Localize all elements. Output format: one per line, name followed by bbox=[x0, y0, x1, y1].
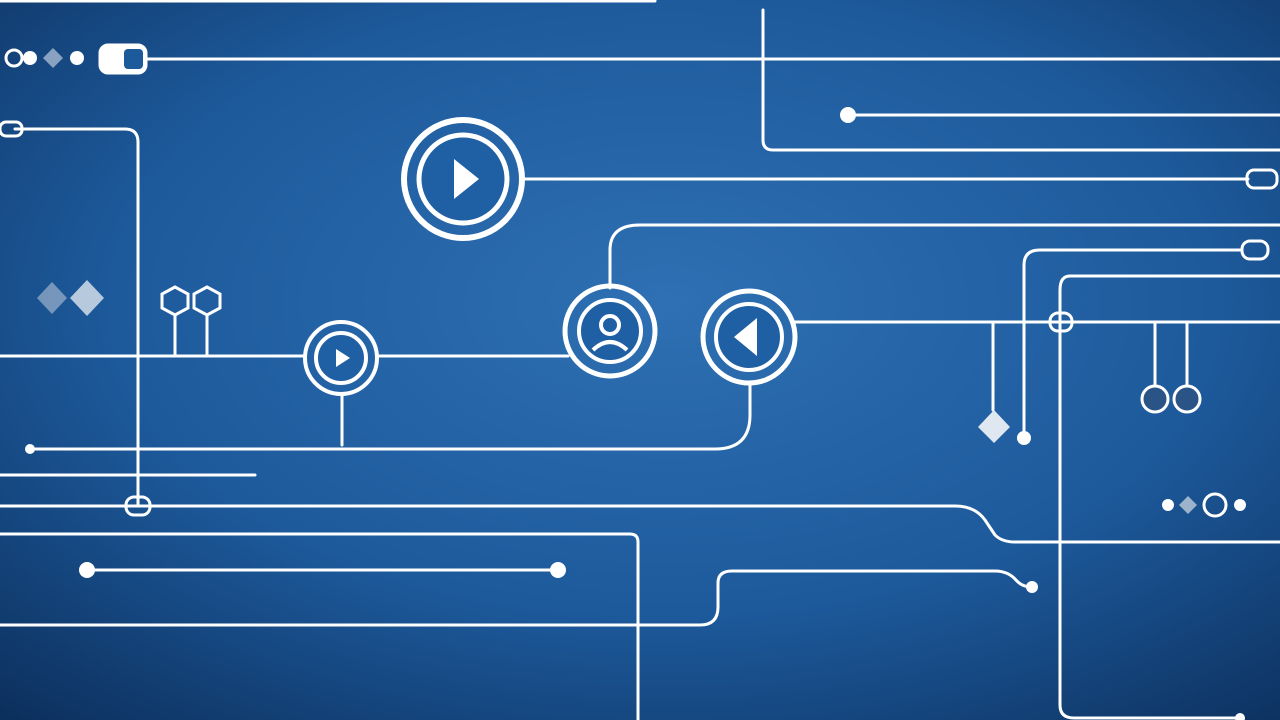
connector-top-left-inner bbox=[124, 49, 143, 69]
connector-right-top bbox=[1245, 168, 1279, 190]
ring-top-left bbox=[4, 48, 24, 68]
connector-right-mid bbox=[1240, 239, 1270, 261]
dot-segment-left bbox=[79, 562, 95, 578]
trace-top-right-branch bbox=[761, 8, 1280, 152]
diamond-left-b bbox=[70, 280, 104, 316]
trace-lower-long bbox=[0, 504, 1280, 544]
pin-circle-b bbox=[1172, 384, 1202, 414]
dot-top-left-a bbox=[23, 51, 37, 65]
play-icon bbox=[336, 349, 350, 367]
back-icon bbox=[734, 318, 757, 356]
large-play-button[interactable] bbox=[401, 117, 525, 241]
ring-right-row bbox=[1202, 492, 1228, 518]
pin-circles bbox=[1140, 384, 1202, 414]
connector-lower-left bbox=[124, 495, 152, 517]
hex-pin-a bbox=[160, 285, 190, 317]
user-button[interactable] bbox=[562, 283, 658, 379]
diamond-right-row bbox=[1179, 496, 1197, 514]
pin-hexagons bbox=[160, 285, 222, 317]
trace-user-arch bbox=[608, 223, 1280, 290]
trace-left-loop bbox=[13, 127, 140, 508]
play-icon bbox=[454, 159, 479, 199]
trace-end-dots bbox=[23, 51, 1246, 720]
dot-right-row-b bbox=[1234, 499, 1246, 511]
dot-right-drop bbox=[1017, 431, 1031, 445]
small-play-button[interactable] bbox=[303, 320, 379, 396]
connector-left bbox=[0, 120, 24, 138]
user-outer-ring bbox=[562, 283, 658, 379]
trace-bottom-loop bbox=[28, 381, 752, 451]
muted-diamonds bbox=[37, 48, 1197, 514]
user-icon-head bbox=[599, 314, 621, 336]
dot-loop-start bbox=[25, 444, 35, 454]
diamond-left-a bbox=[37, 282, 67, 314]
user-icon bbox=[591, 314, 629, 352]
pin-circle-a bbox=[1140, 384, 1170, 414]
diamond-right bbox=[978, 410, 1010, 443]
dot-top-left-b bbox=[70, 51, 84, 65]
trace-right-drop-b bbox=[1022, 248, 1244, 438]
diamond-top-left bbox=[43, 48, 63, 68]
back-outer-ring bbox=[700, 288, 798, 386]
user-icon-body bbox=[591, 340, 629, 352]
dot-top-right bbox=[840, 107, 856, 123]
small-play-outer-ring bbox=[303, 320, 379, 396]
user-inner-ring bbox=[577, 298, 643, 364]
trace-bottom-route bbox=[0, 569, 1034, 627]
dot-bottom-route bbox=[1026, 581, 1038, 593]
connectors bbox=[0, 43, 1279, 518]
trace-right-box bbox=[1058, 274, 1280, 720]
connector-right-node bbox=[1048, 311, 1074, 333]
large-play-outer-ring bbox=[401, 117, 525, 241]
dot-right-row-a bbox=[1162, 499, 1174, 511]
hex-pin-b bbox=[192, 285, 222, 317]
trace-lower-vertical bbox=[0, 532, 640, 720]
dot-bottom-right bbox=[1235, 713, 1245, 720]
dot-segment-right bbox=[550, 562, 566, 578]
back-button[interactable] bbox=[700, 288, 798, 386]
